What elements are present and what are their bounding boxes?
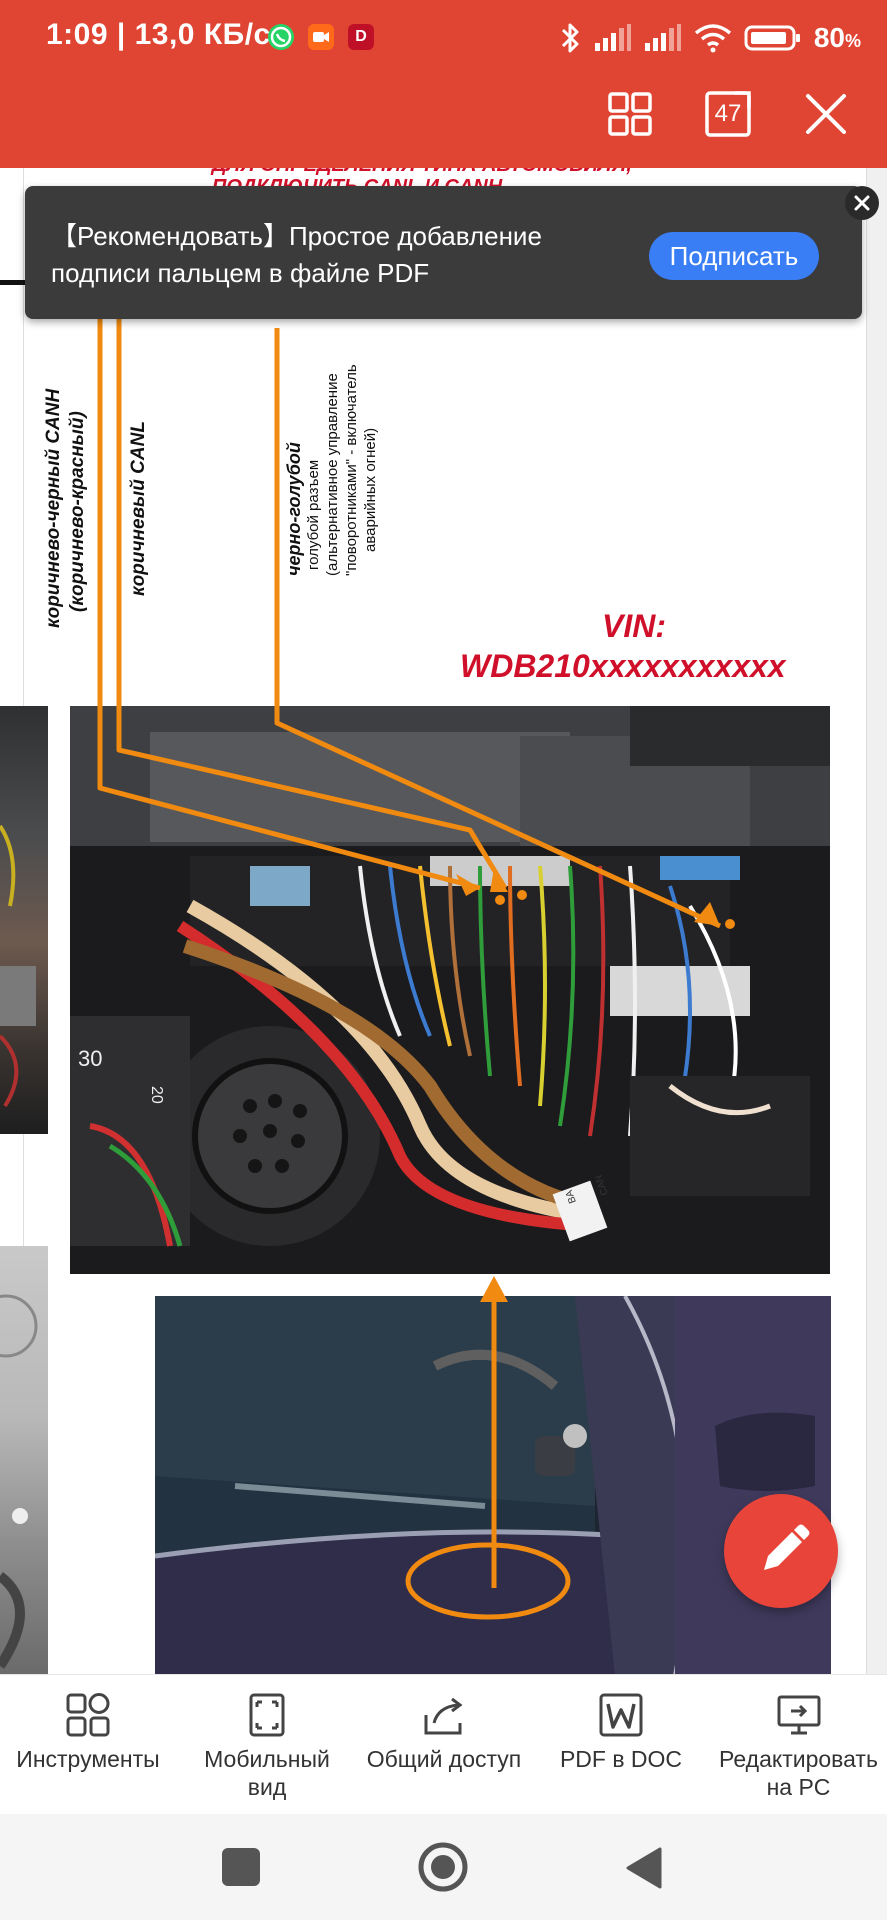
tools-label: Инструменты [16,1746,160,1772]
tools-icon [66,1693,110,1737]
recommendation-toast: 【Рекомендовать】Простое добавление подпис… [25,186,879,319]
recents-button[interactable] [222,1848,260,1886]
pdf-to-doc-label: PDF в DOC [559,1746,683,1772]
vin-label: VIN: [602,608,666,644]
side-photo-bottom [0,1246,48,1674]
home-button[interactable] [417,1841,469,1893]
wifi-icon [694,24,731,53]
toast-text: 【Рекомендовать】Простое добавление подпис… [51,221,542,288]
pdf-to-doc-icon [599,1693,643,1737]
annotation-arrows [97,266,735,1620]
signal-icon [594,24,631,51]
battery-icon [744,25,800,51]
share-label: Общий доступ [366,1746,522,1772]
back-button[interactable] [624,1846,664,1890]
signal-icon-2 [644,24,681,51]
page-count-icon [705,91,751,137]
edit-on-pc-icon [777,1695,820,1735]
windshield-photo [155,1296,831,1674]
close-button[interactable] [800,88,852,140]
edit-on-pc-button[interactable]: Редактировать на PC [710,1675,887,1815]
page-count-button[interactable]: 47 [702,88,754,140]
battery-percent: 80% [813,22,861,53]
bluetooth-icon [561,23,579,53]
mobile-view-icon [249,1693,285,1737]
page-count-label: 47 [714,100,742,127]
mobile-view-button[interactable]: Мобильный вид [184,1675,350,1815]
edit-on-pc-label: Редактировать на PC [719,1746,878,1800]
top-bar: 1:09 | 13,0 КБ/с D 80% 47 [0,0,887,168]
system-navigation-bar [0,1814,887,1920]
edit-fab[interactable] [724,1494,838,1608]
pencil-icon [764,1524,810,1570]
grid-view-button[interactable] [604,88,656,140]
pdf-to-doc-button[interactable]: PDF в DOC [538,1675,704,1815]
close-icon [854,195,870,211]
status-time: 1:09 | 13,0 КБ/с [46,18,271,51]
doc-red-heading-line1: ДЛЯ ОПРЕДЕЛЕНИЯ ТИПА АВТОМОБИЛЯ, [212,168,632,176]
status-bar: 1:09 | 13,0 КБ/с D 80% [0,0,887,78]
left-black-line [0,280,26,285]
close-icon [806,94,846,134]
side-photo-top [0,706,48,1134]
photo-mark-ba: BA [564,1188,579,1205]
mobile-view-label: Мобильный вид [204,1746,330,1800]
status-right: 80% [558,20,861,56]
camera-icon [308,24,334,50]
pdf-page[interactable]: ДЛЯ ОПРЕДЕЛЕНИЯ ТИПА АВТОМОБИЛЯ, ПОДКЛЮЧ… [0,168,887,1674]
share-button[interactable]: Общий доступ [354,1675,534,1815]
bottom-tools-bar: Инструменты Мобильный вид Общий доступ P… [0,1674,887,1814]
vin-value: WDB210xxxxxxxxxxx [460,648,786,684]
app-d-icon: D [348,24,374,50]
toast-close-button[interactable] [845,186,879,220]
sign-button[interactable]: Подписать [649,232,819,280]
whatsapp-icon [268,24,294,50]
photo-mark-30: 30 [78,1046,102,1071]
share-icon [424,1697,463,1735]
grid-icon [608,92,652,136]
photo-mark-20: 20 [148,1086,165,1104]
page-right-edge [866,168,887,1674]
tools-button[interactable]: Инструменты [0,1675,176,1815]
